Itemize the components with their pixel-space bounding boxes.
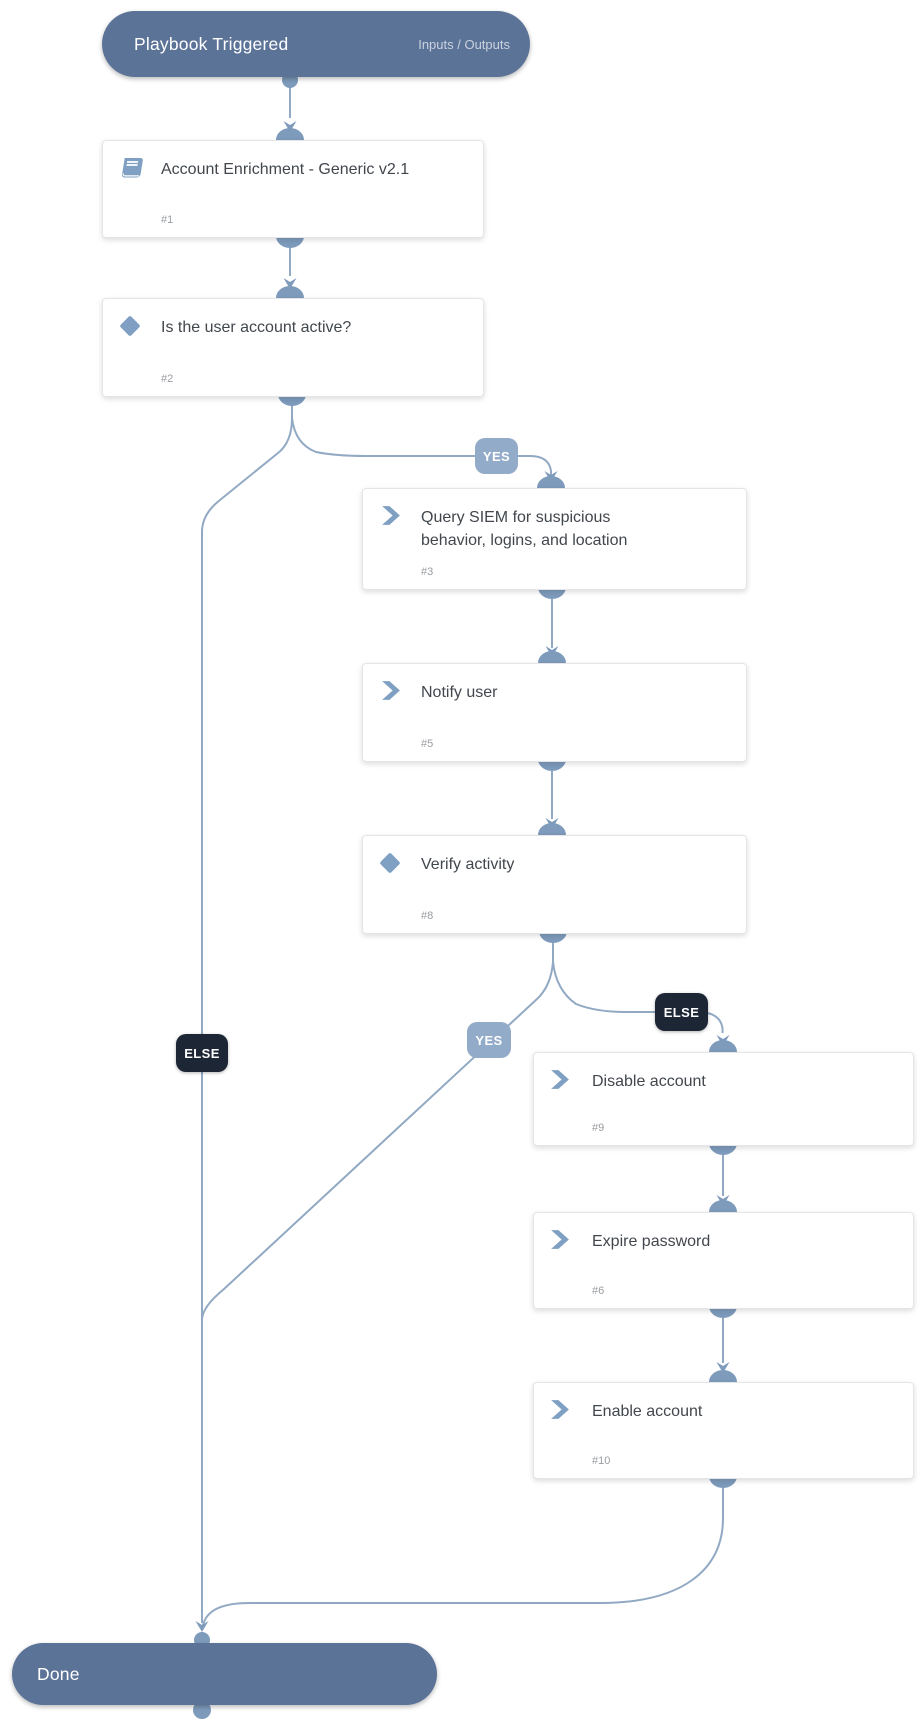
task-id: #6 (592, 1285, 605, 1297)
edge-label-yes-verify: YES (467, 1022, 511, 1058)
task-node-expire-password[interactable]: Expire password #6 (533, 1212, 914, 1309)
condition-node-verify-activity[interactable]: Verify activity #8 (362, 835, 747, 934)
edge-label-else-verify: ELSE (655, 993, 708, 1031)
end-node-label: Done (37, 1663, 80, 1684)
task-id: #3 (421, 566, 434, 578)
start-node-label: Playbook Triggered (134, 33, 289, 54)
task-title: Account Enrichment - Generic v2.1 (161, 161, 410, 178)
task-title: Verify activity (421, 856, 515, 873)
task-title: Enable account (592, 1403, 703, 1420)
task-chevron-icon (548, 1398, 571, 1426)
task-chevron-icon (379, 679, 402, 707)
task-title: Is the user account active? (161, 319, 352, 336)
task-title: Expire password (592, 1233, 711, 1250)
edge-label-yes-active: YES (475, 438, 518, 474)
edge-label-else-active: ELSE (176, 1034, 228, 1072)
condition-node-is-user-account-active[interactable]: Is the user account active? #2 (102, 298, 484, 397)
condition-diamond-icon (114, 310, 146, 347)
task-chevron-icon (379, 504, 402, 532)
task-title: Disable account (592, 1073, 706, 1090)
end-node-done[interactable]: Done (12, 1643, 437, 1705)
task-id: #5 (421, 738, 434, 750)
start-node-playbook-triggered[interactable]: Playbook Triggered Inputs / Outputs (102, 11, 530, 77)
task-node-account-enrichment[interactable]: Account Enrichment - Generic v2.1 #1 (102, 140, 484, 238)
task-id: #1 (161, 214, 174, 226)
task-id: #8 (421, 910, 434, 922)
task-node-enable-account[interactable]: Enable account #10 (533, 1382, 914, 1479)
task-id: #9 (592, 1122, 605, 1134)
task-id: #2 (161, 373, 174, 385)
task-id: #10 (592, 1455, 611, 1467)
task-chevron-icon (548, 1068, 571, 1096)
task-title: Query SIEM for suspicious behavior, logi… (421, 509, 628, 550)
inputs-outputs-link[interactable]: Inputs / Outputs (418, 36, 510, 52)
task-chevron-icon (548, 1228, 571, 1256)
condition-diamond-icon (374, 847, 406, 884)
playbook-book-icon (116, 155, 148, 188)
task-node-query-siem[interactable]: Query SIEM for suspicious behavior, logi… (362, 488, 747, 590)
task-node-disable-account[interactable]: Disable account #9 (533, 1052, 914, 1146)
task-title: Notify user (421, 684, 498, 701)
task-node-notify-user[interactable]: Notify user #5 (362, 663, 747, 762)
